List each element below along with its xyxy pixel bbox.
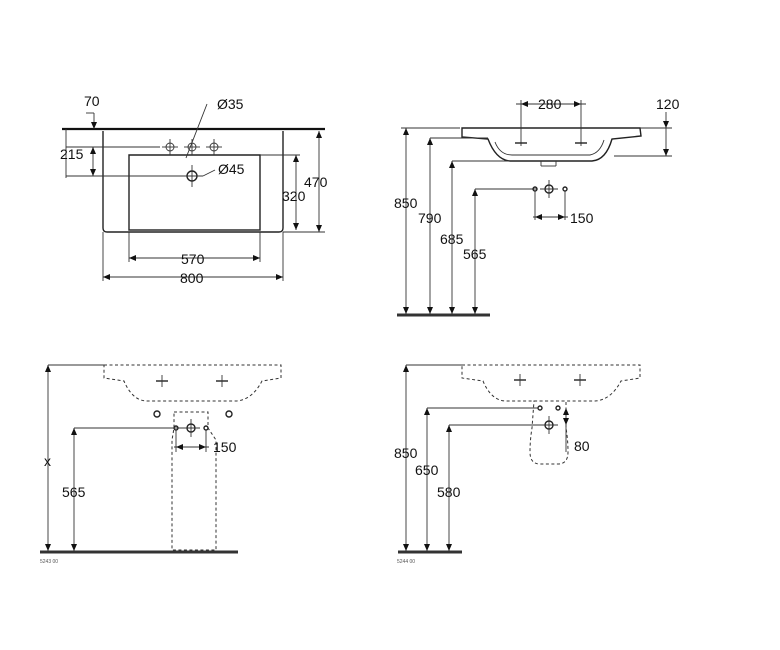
tap-hole-right: [206, 139, 222, 155]
side-view: 280 120 850 790 685 565: [394, 96, 680, 317]
dim-280: 280: [538, 96, 562, 112]
semi-pedestal-trap-cover: [529, 400, 569, 465]
dim-150-side: 150: [570, 210, 594, 226]
dim-x: x: [44, 453, 51, 469]
dim-650-semi: 650: [415, 462, 439, 478]
dim-565-pedestal: 565: [62, 484, 86, 500]
dim-70: 70: [84, 93, 100, 109]
semi-pedestal-waste: [537, 405, 561, 434]
dim-320: 320: [282, 188, 306, 204]
dim-850-semi: 850: [394, 445, 418, 461]
pedestal-column: [171, 411, 217, 551]
side-bowl-outline: [494, 139, 605, 156]
semi-basin-outline: [461, 364, 641, 402]
dim-120: 120: [656, 96, 680, 112]
dim-850: 850: [394, 195, 418, 211]
dim-790: 790: [418, 210, 442, 226]
dim-waste-dia: Ø45: [218, 161, 245, 177]
side-waste-connection: [532, 180, 568, 220]
drawing-code-pedestal: 5243 00: [40, 559, 58, 565]
side-basin-outline: [461, 127, 642, 162]
pedestal-view: 150 x 565 5243 00: [40, 364, 282, 565]
dim-800: 800: [180, 270, 204, 286]
dim-150-pedestal: 150: [213, 439, 237, 455]
basin-outline: [102, 131, 284, 233]
dim-tap-hole-dia: Ø35: [217, 96, 244, 112]
dim-580-semi: 580: [437, 484, 461, 500]
dim-470: 470: [304, 174, 328, 190]
dim-685: 685: [440, 231, 464, 247]
dim-215: 215: [60, 146, 84, 162]
pedestal-basin-outline: [103, 364, 282, 402]
drawing-code-semi: 5244 00: [397, 559, 415, 565]
dim-80: 80: [574, 438, 590, 454]
top-view: Ø35 Ø45 70 215 470 320 570: [60, 93, 328, 286]
semi-pedestal-view: 80 850 650 580 5244 00: [394, 364, 641, 565]
dim-570: 570: [181, 251, 205, 267]
dim-565: 565: [463, 246, 487, 262]
tap-hole-left: [162, 139, 178, 155]
